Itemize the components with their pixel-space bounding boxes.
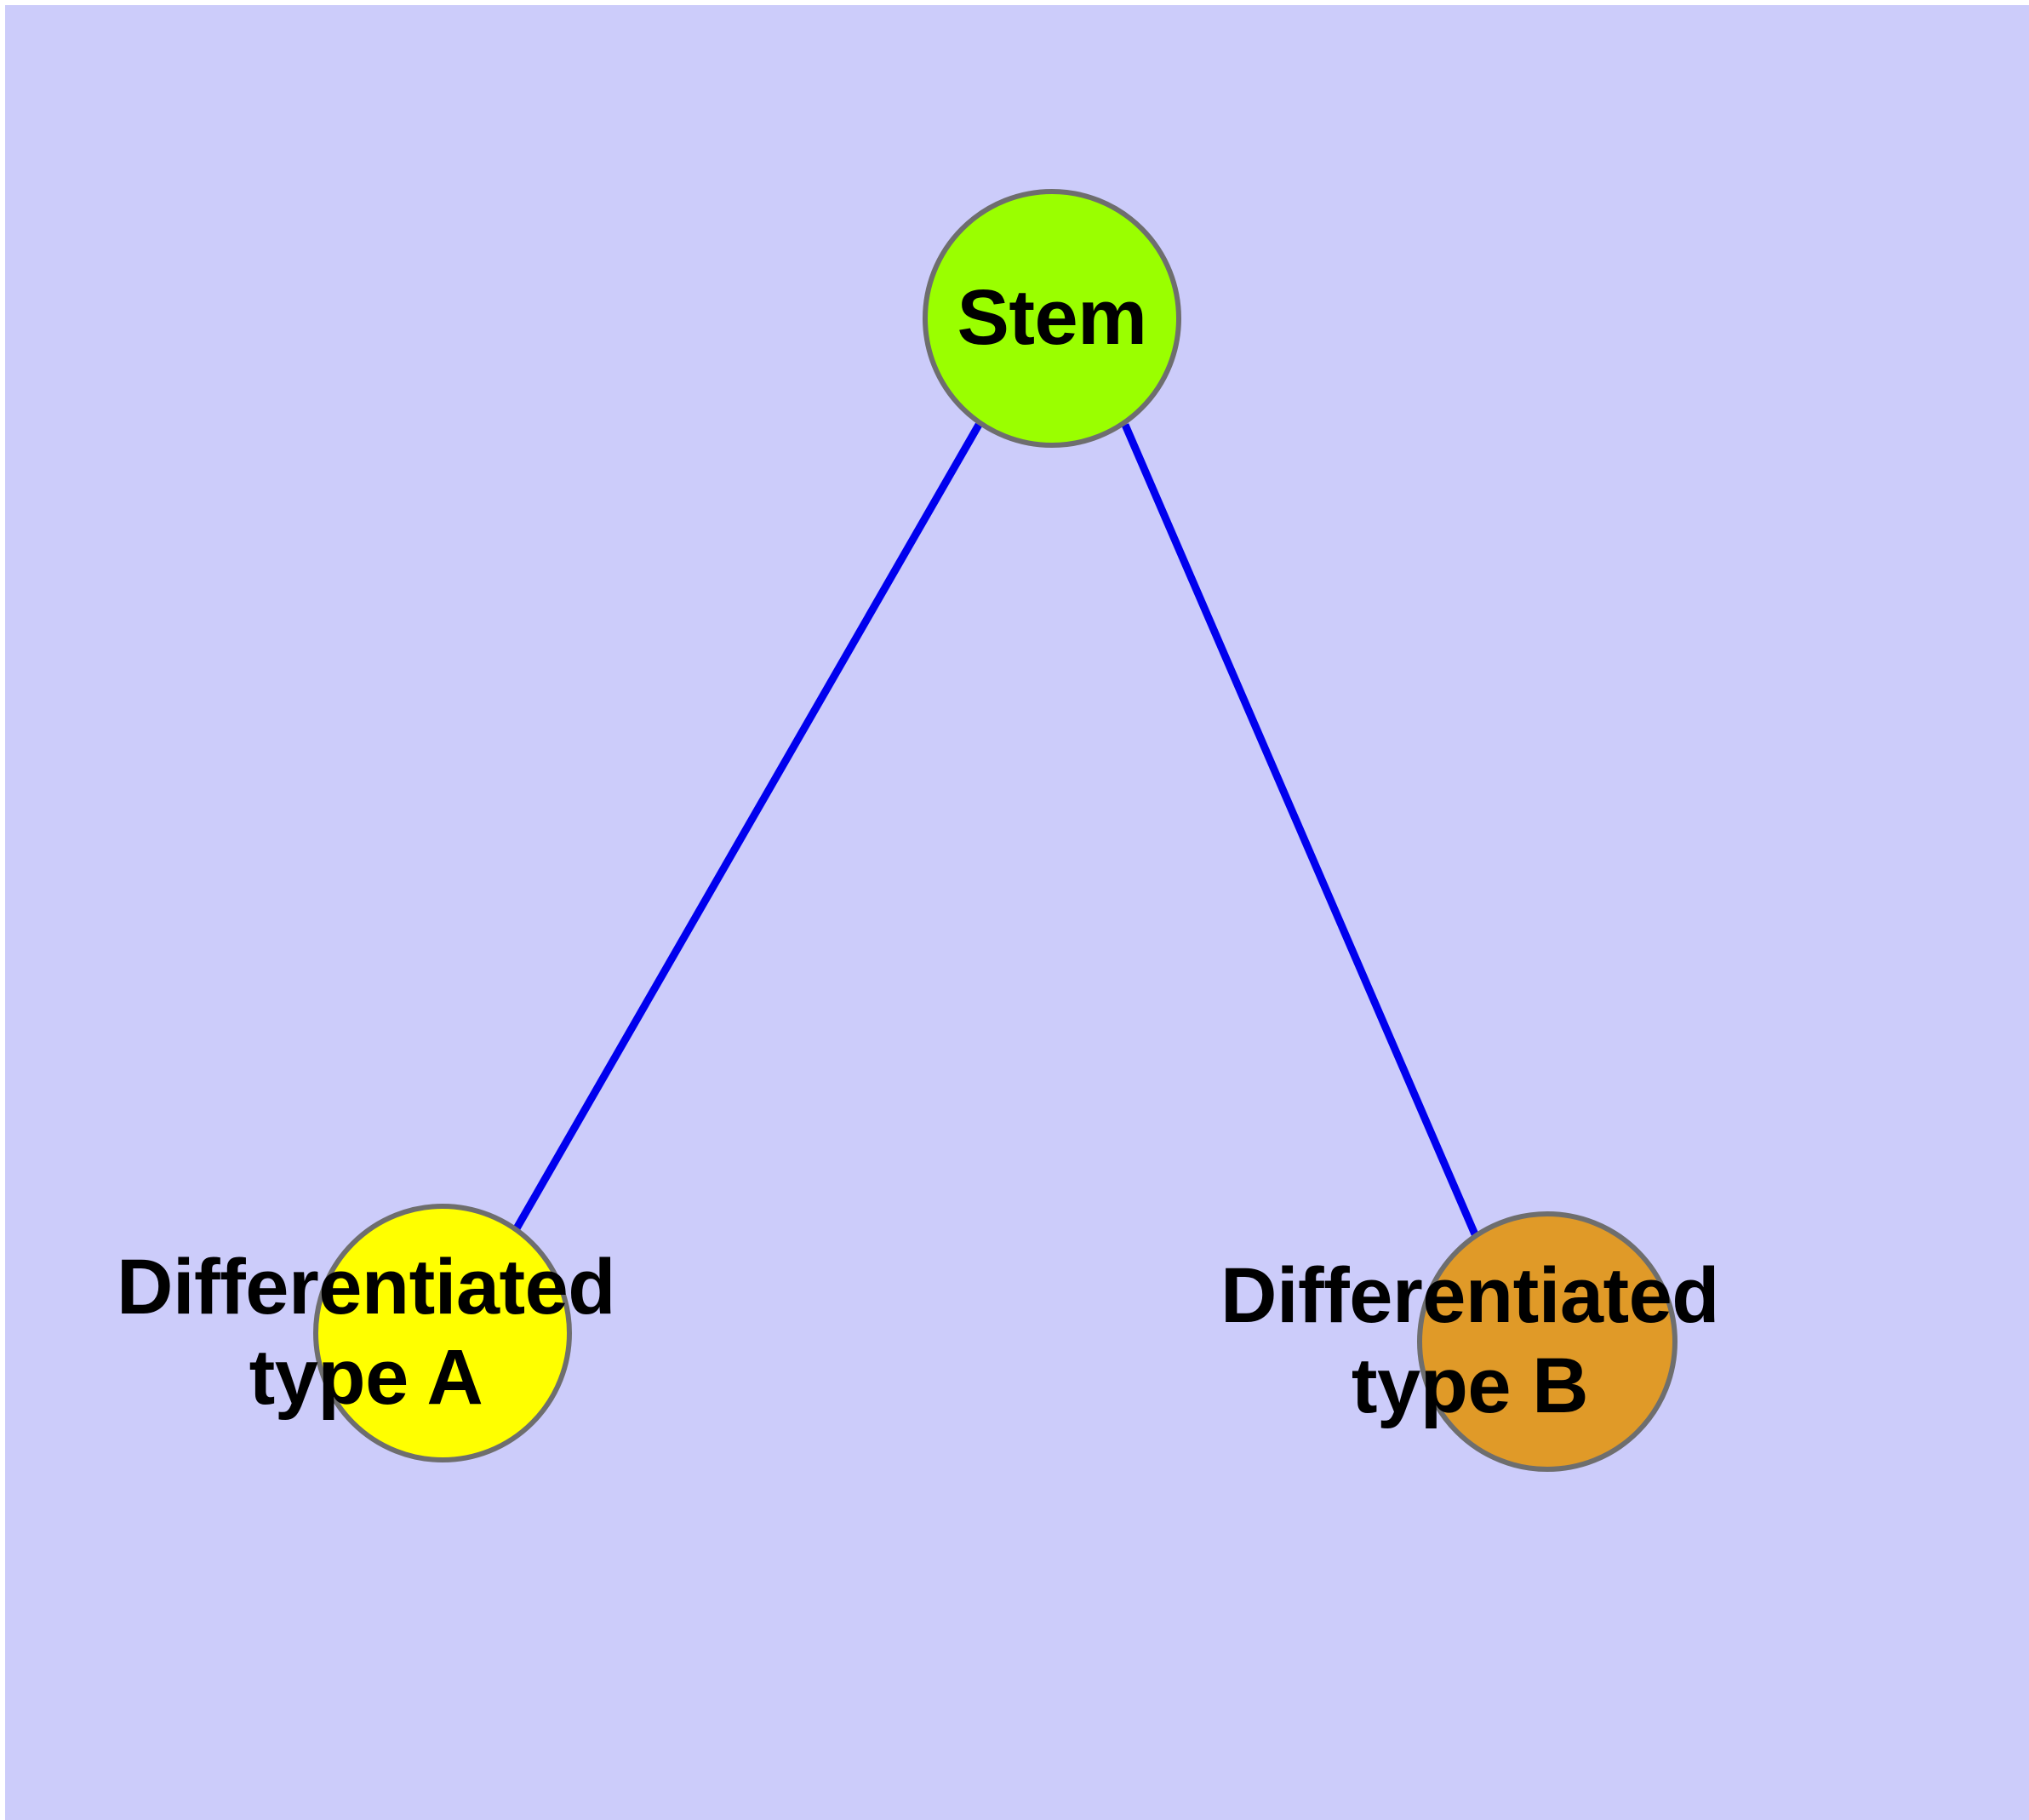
node-differentiated-type-a[interactable] xyxy=(313,1204,572,1462)
node-differentiated-type-b[interactable] xyxy=(1417,1211,1677,1472)
node-label-differentiated-type-b: Differentiated type B xyxy=(1220,1252,1719,1429)
node-label-differentiated-type-a: Differentiated type A xyxy=(117,1244,615,1421)
node-stem[interactable] xyxy=(923,189,1181,448)
edge-stem-to-differentiated-type-b[interactable] xyxy=(1121,423,1479,1236)
edge-stem-to-differentiated-type-a[interactable] xyxy=(513,422,982,1231)
